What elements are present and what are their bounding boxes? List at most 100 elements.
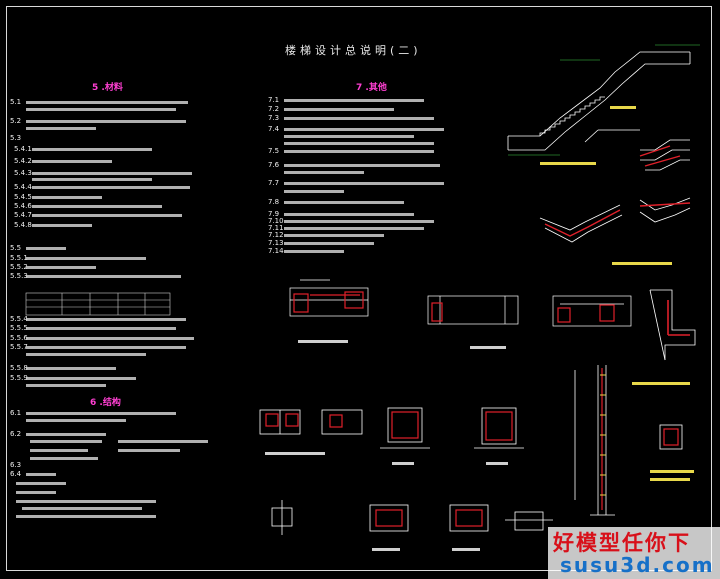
text-line [26,127,96,130]
text-line [284,250,344,253]
watermark-background [548,527,720,579]
wall-beam-detail-rebar [667,300,690,336]
text-line [26,367,116,370]
text-line [118,440,208,443]
wall-beam-detail [649,289,696,361]
text-line [16,515,156,518]
section-5-heading: 5 .材料 [92,83,123,93]
footing-detail-1 [271,500,293,535]
post-detail [659,424,683,450]
stair-elevation [507,51,691,151]
text-line [16,482,66,485]
clause-number: 7.7 [268,179,280,187]
clause-number: 5.5.7 [10,343,28,351]
section-6-heading: 6 .结构 [90,398,121,408]
text-line [26,346,186,349]
clause-number: 5.5.6 [10,334,28,342]
beam-section-c-rebar [557,304,615,323]
stair-callout [610,106,636,109]
beam-section-b-rebar [431,302,443,322]
beam-section-a-caption [298,340,348,343]
clause-number: 5.3 [10,134,22,142]
text-line [26,108,176,111]
clause-number: 6.1 [10,409,22,417]
landing-caption [612,262,672,265]
clause-number: 5.4.1 [14,145,32,153]
clause-number: 5.5.8 [10,364,28,372]
text-line [32,172,192,175]
clause-number: 7.1 [268,96,280,104]
text-line [118,449,180,452]
drawing-title: 楼梯设计总说明(二) [285,44,422,57]
clause-number: 5.1 [10,98,22,106]
text-line [32,224,92,227]
text-line [26,384,106,387]
clause-number: 5.5.3 [10,272,28,280]
text-line [284,128,444,131]
text-line [284,182,444,185]
clause-number: 5.4.7 [14,211,32,219]
watermark-line-1: 好模型任你下 [553,531,691,555]
footing-detail-3 [449,504,489,532]
beam-section-c [552,295,632,327]
drawing-frame [6,6,712,571]
text-line [32,214,182,217]
text-line [26,275,181,278]
column-section-2 [321,409,363,435]
text-line [284,117,434,120]
text-line [284,108,394,111]
text-line [26,101,188,104]
text-line [284,234,384,237]
text-line [32,148,152,151]
clause-number: 5.4.8 [14,221,32,229]
wall-beam-caption [632,382,690,385]
text-line [26,327,176,330]
clause-number: 7.14 [268,247,284,255]
text-line [284,242,374,245]
text-line [284,190,344,193]
clause-number: 5.5 [10,244,22,252]
text-line [284,150,434,153]
clause-number: 7.13 [268,239,284,247]
text-line [22,507,142,510]
text-line [26,433,106,436]
pier-caption-2 [486,462,508,465]
text-line [26,473,56,476]
text-line [30,457,98,460]
clause-number: 5.4.3 [14,169,32,177]
text-line [32,160,112,163]
text-line [284,99,424,102]
beam-section-a-rebar [293,291,364,313]
text-line [16,500,156,503]
clause-number: 5.4.6 [14,202,32,210]
node-detail-1 [640,139,690,171]
clause-number: 5.2 [10,117,22,125]
clause-number: 7.3 [268,114,280,122]
clause-number: 6.4 [10,470,22,478]
text-line [26,266,96,269]
material-table [25,292,171,316]
clause-number: 5.5.5 [10,324,28,332]
beam-section-a [289,279,369,317]
clause-number: 7.5 [268,147,280,155]
text-line [26,120,186,123]
clause-number: 5.5.2 [10,263,28,271]
pier-section-1 [380,407,430,449]
text-line [284,201,404,204]
stair-elevation-annotations [508,44,700,156]
landing-detail [539,204,623,243]
node-detail-2-rebar [639,202,691,207]
stair-caption [540,162,596,165]
text-line [26,337,194,340]
clause-number: 7.10 [268,217,284,225]
pier-section-2 [474,407,524,449]
pier-caption-1 [392,462,414,465]
text-line [284,135,414,138]
column-sections-caption [265,452,325,455]
column-section-1 [259,409,301,435]
clause-number: 7.11 [268,224,284,232]
text-line [16,491,56,494]
clause-number: 5.5.9 [10,374,28,382]
